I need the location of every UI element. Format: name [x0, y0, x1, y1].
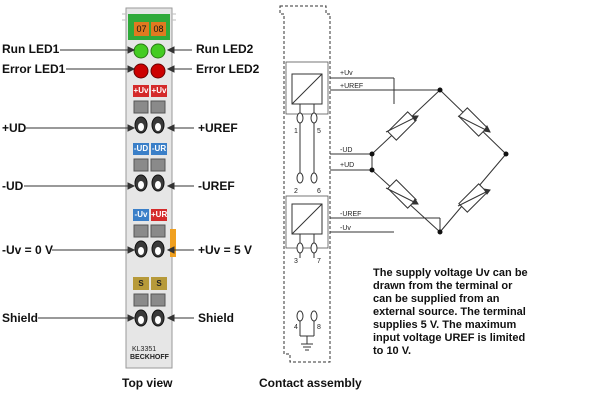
error-led2 [150, 63, 166, 79]
note-line-7: to 10 V. [373, 345, 412, 357]
upper-block-frame [285, 61, 329, 115]
chip-label-plus-ur: +UR [151, 210, 168, 219]
note-line-3: can be supplied from an [373, 293, 500, 305]
run-led1 [133, 43, 149, 59]
label-minus-uv: -Uv = 0 V [2, 243, 54, 257]
chip-plus-uv-right [151, 85, 167, 97]
terminal-ribs [122, 13, 176, 21]
chip-label-shield-left: S [138, 279, 144, 288]
release-slot [133, 158, 149, 172]
chip-label-plus-uv-left: +Uv [133, 86, 149, 95]
label-shield-right: Shield [198, 311, 235, 325]
label-plus-ud: +UD [2, 121, 27, 135]
chip-plus-uv-left [133, 85, 149, 97]
lower-block-frame [285, 195, 329, 249]
supply-voltage-note: The supply voltage Uv can be drawn from … [373, 267, 583, 358]
note-line-1: The supply voltage Uv can be [373, 267, 528, 279]
caption-contact-assembly: Contact assembly [259, 376, 362, 390]
assembly-pin [310, 172, 318, 184]
label-minus-uref: -UREF [198, 179, 235, 193]
chip-shield-right [151, 277, 167, 290]
label-error-led2: Error LED2 [196, 62, 260, 76]
chip-plus-ur [151, 209, 167, 221]
assembly-outline [279, 5, 331, 363]
bridge-label-minus-uref: -UREF [340, 211, 362, 218]
contact-hole-highlight [155, 181, 161, 189]
label-run-led1: Run LED1 [2, 42, 60, 56]
assembly-pin [310, 242, 318, 254]
release-slot [150, 158, 166, 172]
bridge-label-minus-uv: -Uv [340, 225, 351, 232]
release-slot [150, 293, 166, 307]
label-shield-left: Shield [2, 311, 39, 325]
assembly-pins [296, 112, 318, 322]
chip-label-shield-right: S [156, 279, 162, 288]
chip-minus-uv [133, 209, 149, 221]
assembly-pin [296, 172, 304, 184]
release-slot [150, 224, 166, 238]
label-run-led2: Run LED2 [196, 42, 254, 56]
chip-label-minus-uv: -Uv [134, 210, 148, 219]
contact-hole-highlight [155, 316, 161, 324]
assembly-pin [296, 112, 304, 124]
side-orange-strip [170, 229, 176, 257]
pin-number-1: 1 [294, 128, 298, 135]
bridge-label-plus-uref: +UREF [340, 83, 364, 90]
contact-hole-highlight [138, 316, 144, 324]
label-plus-uref: +UREF [198, 121, 238, 135]
note-line-5: supplies 5 V. The maximum [373, 319, 517, 331]
channel-7-box [134, 22, 149, 36]
channel-number-07: 07 [136, 24, 147, 34]
assembly-pin [310, 310, 318, 322]
note-line-4: external source. The terminal [373, 306, 526, 318]
release-slot [133, 100, 149, 114]
bridge-label-plus-ud: +UD [340, 162, 355, 169]
contact-hole-highlight [138, 181, 144, 189]
chip-label-plus-uv-right: +Uv [151, 86, 167, 95]
pin-number-3: 3 [294, 258, 298, 265]
chip-minus-ud [133, 143, 149, 155]
chip-label-minus-ud: -UD [133, 144, 149, 153]
contact-hole-highlight [138, 247, 144, 255]
note-line-6: input voltage UREF is limited [373, 332, 526, 344]
pin-number-8: 8 [317, 324, 321, 331]
contact-hole-highlight [155, 247, 161, 255]
pin-number-2: 2 [294, 188, 298, 195]
error-led1 [133, 63, 149, 79]
release-slot [133, 224, 149, 238]
assembly-pin [296, 310, 304, 322]
chip-shield-left [133, 277, 149, 290]
chip-minus-ur [151, 143, 167, 155]
bridge-label-plus-uv: +Uv [340, 70, 353, 77]
label-error-led1: Error LED1 [2, 62, 66, 76]
caption-top-view: Top view [122, 376, 173, 390]
channel-number-08: 08 [153, 24, 164, 34]
release-slot [133, 293, 149, 307]
contact-hole-highlight [138, 123, 144, 131]
run-led2 [150, 43, 166, 59]
brand-label: BECKHOFF [130, 354, 169, 361]
channel-8-box [151, 22, 166, 36]
assembly-pin [310, 112, 318, 124]
pin-number-5: 5 [317, 128, 321, 135]
label-minus-ud: -UD [2, 179, 24, 193]
assembly-pin [296, 242, 304, 254]
label-plus-uv: +Uv = 5 V [198, 243, 253, 257]
pin-number-6: 6 [317, 188, 321, 195]
contact-hole-highlight [155, 123, 161, 131]
release-slot [150, 100, 166, 114]
note-line-2: drawn from the terminal or [373, 280, 513, 292]
pin-number-4: 4 [294, 324, 298, 331]
chip-label-minus-ur: -UR [151, 144, 167, 153]
bridge-label-minus-ud: -UD [340, 147, 353, 154]
pin-number-7: 7 [317, 258, 321, 265]
model-label: KL3351 [132, 346, 157, 353]
contact-slots [133, 100, 166, 327]
